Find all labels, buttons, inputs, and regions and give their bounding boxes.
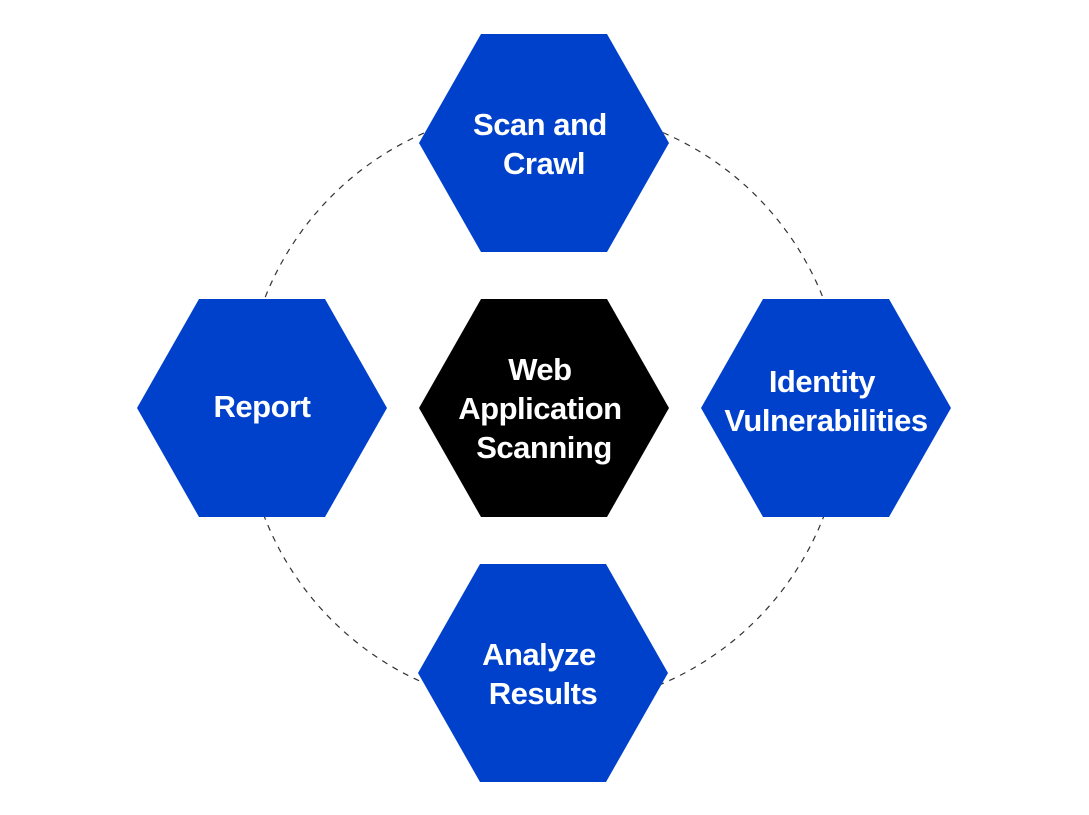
step-analyze-results-label: Analyze Results — [482, 637, 604, 711]
step-identity-vulnerabilities: Identity Vulnerabilities — [701, 299, 951, 517]
center-hexagon: Web Application Scanning — [419, 299, 669, 517]
step-report: Report — [137, 299, 387, 517]
step-analyze-results: Analyze Results — [418, 564, 668, 782]
step-identity-vulnerabilities-hexagon — [701, 299, 951, 517]
step-analyze-results-hexagon — [418, 564, 668, 782]
step-report-label: Report — [214, 389, 311, 424]
center-label-line-2: Application — [458, 391, 621, 426]
step-analyze-results-label-line-2: Results — [489, 676, 597, 711]
step-scan-and-crawl-hexagon — [419, 34, 669, 252]
step-identity-vulnerabilities-label-line-1: Identity — [769, 364, 876, 399]
step-report-label-line-1: Report — [214, 389, 311, 424]
step-scan-and-crawl-label-line-2: Crawl — [503, 146, 585, 181]
step-analyze-results-label-line-1: Analyze — [482, 637, 596, 672]
step-scan-and-crawl-label: Scan and Crawl — [473, 107, 615, 181]
step-scan-and-crawl: Scan and Crawl — [419, 34, 669, 252]
center-hexagon-shape — [419, 299, 669, 517]
step-identity-vulnerabilities-label-line-2: Vulnerabilities — [724, 403, 927, 438]
step-identity-vulnerabilities-label: Identity Vulnerabilities — [724, 364, 927, 438]
center-label: Web Application Scanning — [458, 352, 629, 465]
center-label-line-3: Scanning — [476, 430, 612, 465]
step-scan-and-crawl-label-line-1: Scan and — [473, 107, 607, 142]
step-report-hexagon — [137, 299, 387, 517]
center-label-line-1: Web — [508, 352, 571, 387]
